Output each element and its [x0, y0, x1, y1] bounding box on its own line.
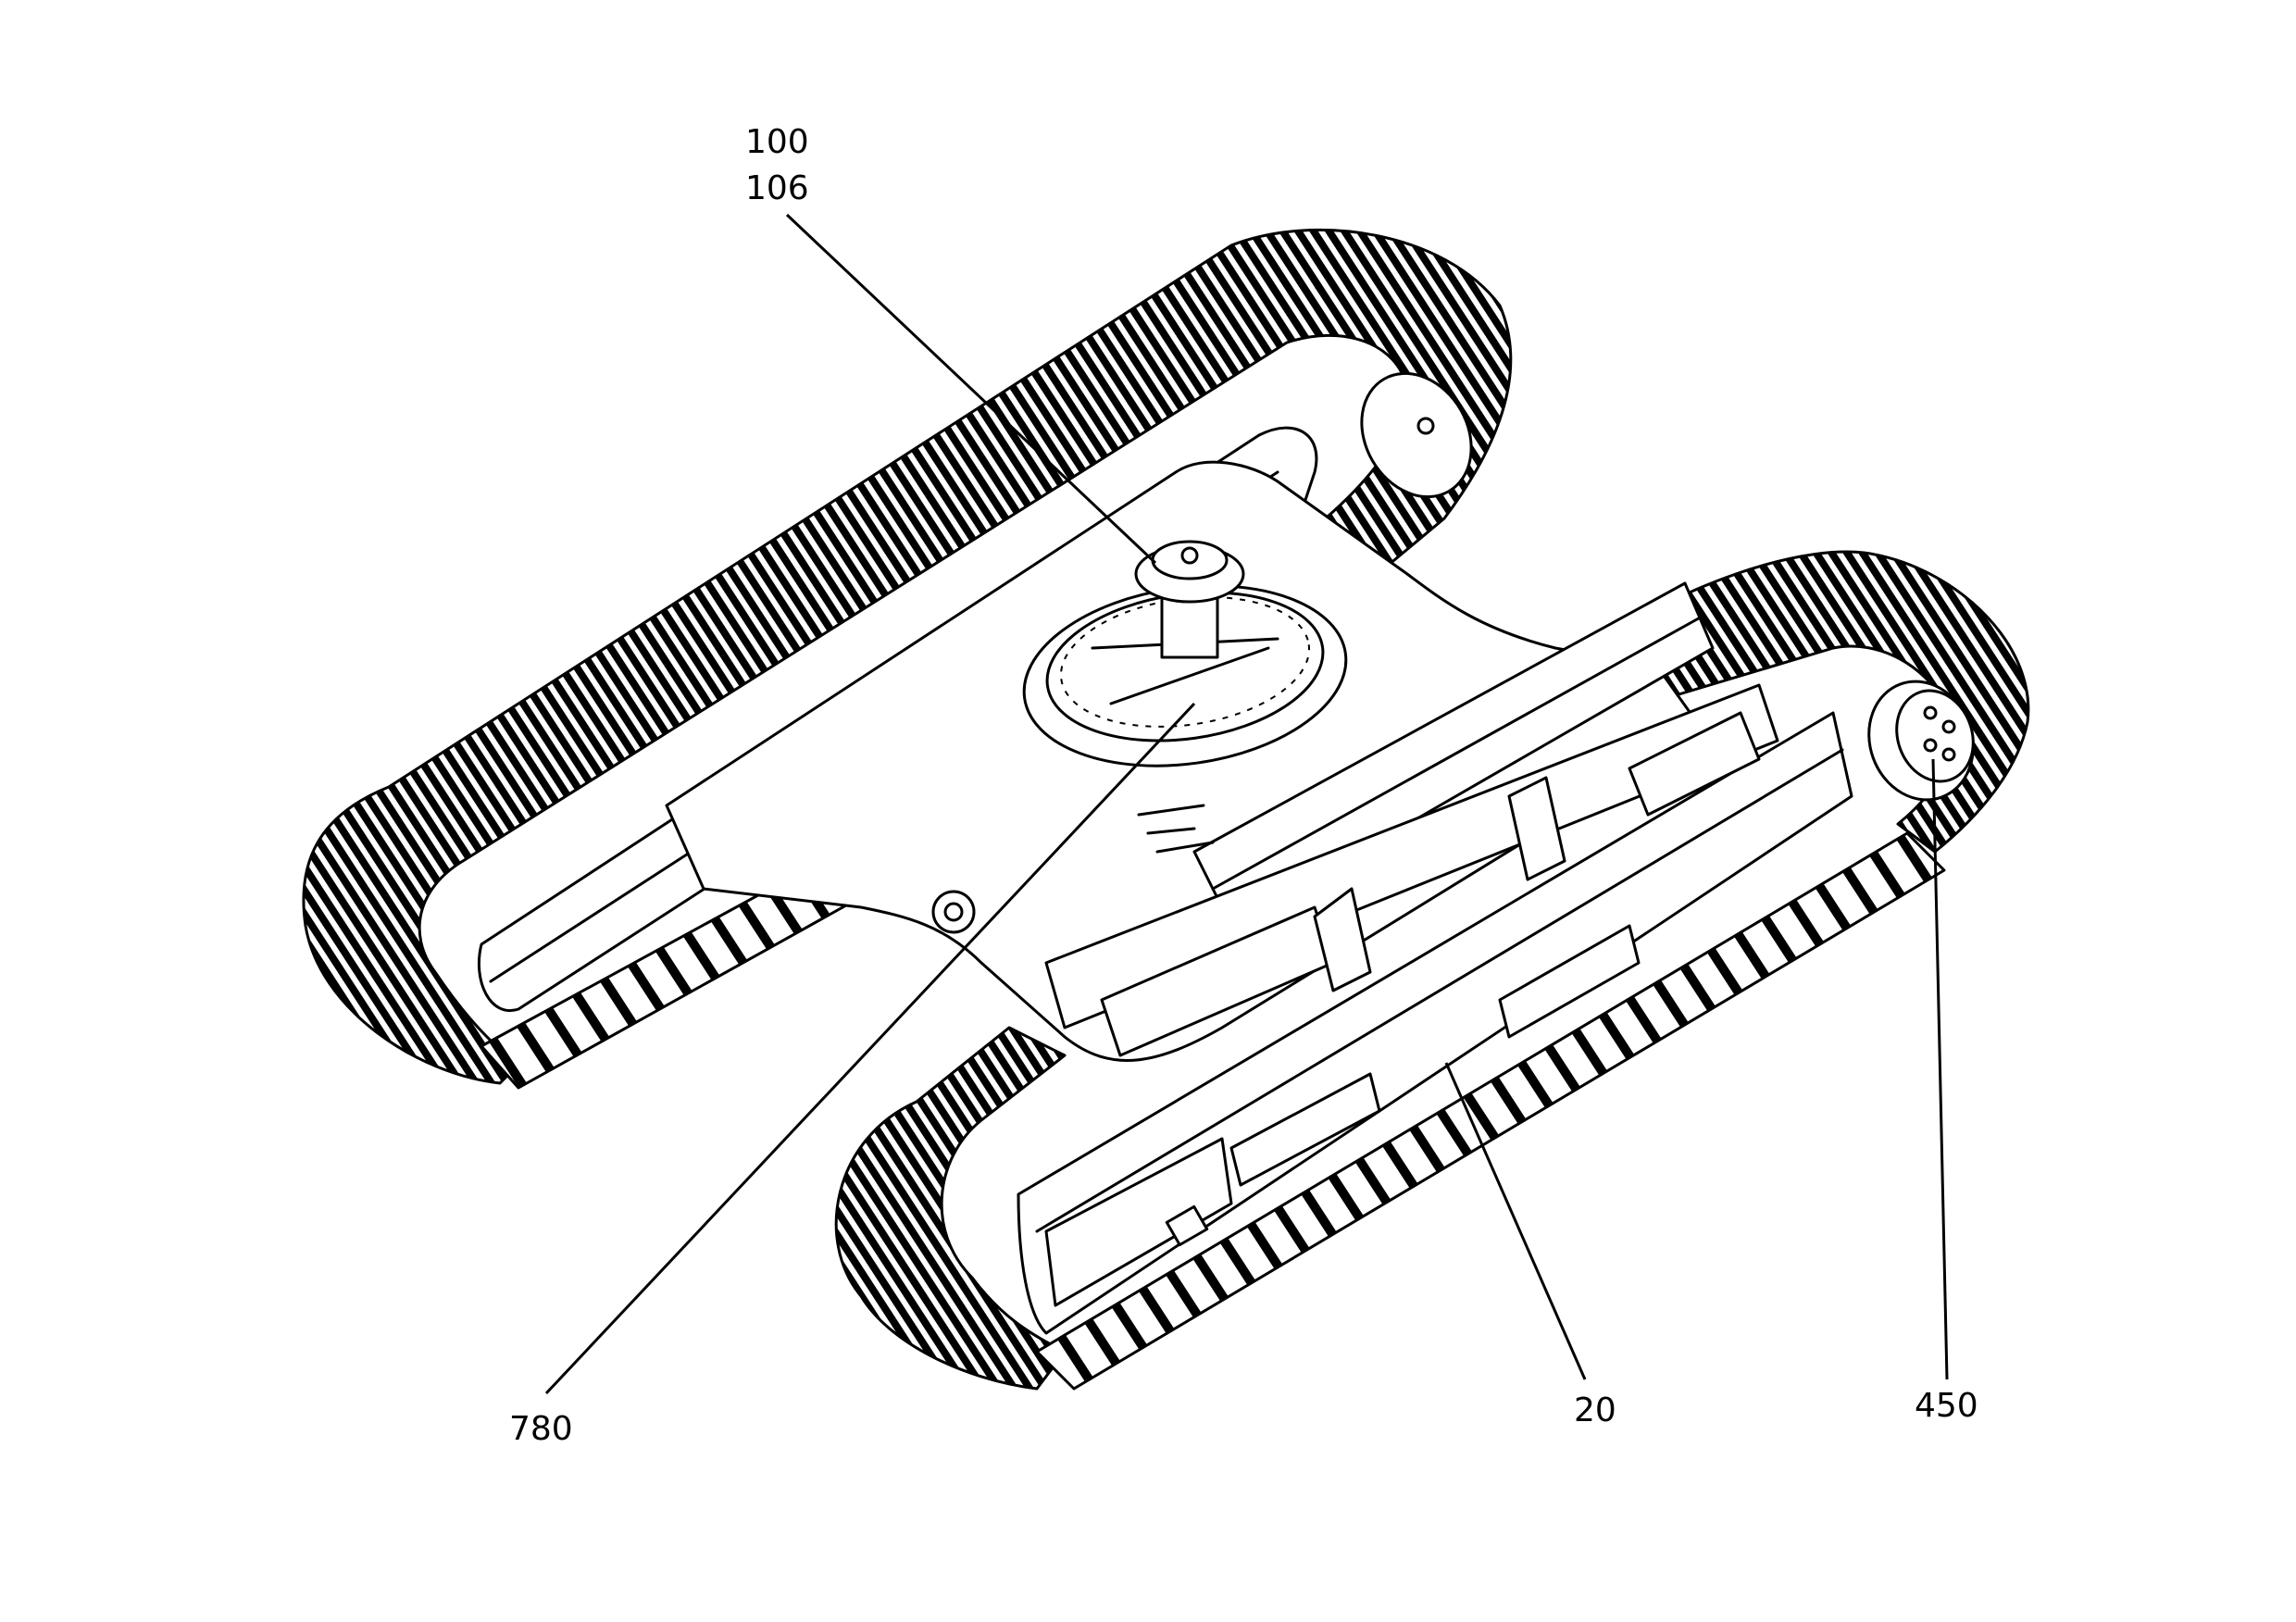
- callout-100: 100: [745, 123, 809, 161]
- callout-780: 780: [509, 1410, 573, 1448]
- leader-780: [544, 702, 1196, 1395]
- swing-bearing: [1022, 584, 1348, 767]
- callout-labels: 100 106 780 20 450: [509, 123, 1978, 1448]
- leader-lines: [544, 213, 1949, 1395]
- callout-450: 450: [1915, 1387, 1978, 1425]
- leader-20: [1444, 1062, 1587, 1380]
- leader-100-106: [785, 213, 1157, 565]
- center-joint: [1134, 540, 1245, 659]
- leader-450: [1931, 758, 1949, 1380]
- callout-20: 20: [1574, 1391, 1616, 1429]
- callout-106: 106: [745, 169, 809, 207]
